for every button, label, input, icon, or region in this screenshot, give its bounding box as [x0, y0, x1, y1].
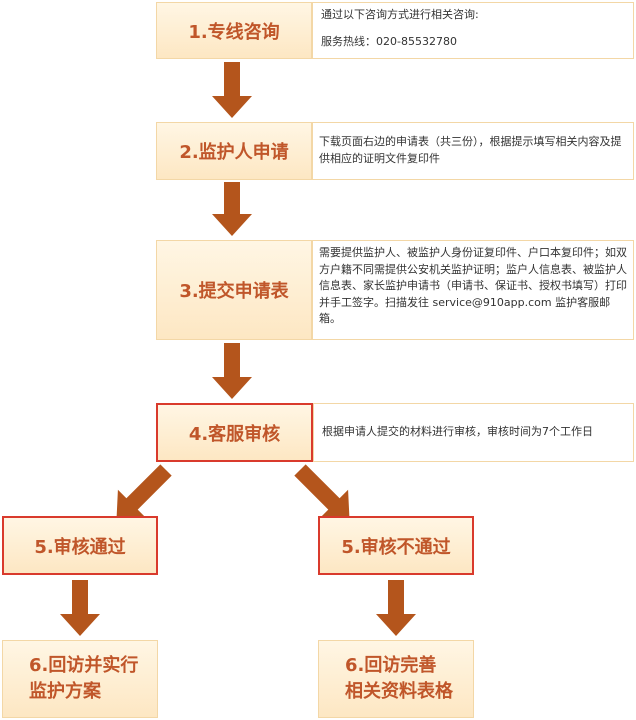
arrow-3-to-4	[212, 343, 252, 399]
step-2-description: 下载页面右边的申请表（共三份），根据提示填写相关内容及提供相应的证明文件复印件	[312, 122, 634, 180]
step-5-rejected-title: 5.审核不通过	[341, 536, 451, 558]
step-6-approved-line1: 6.回访并实行	[29, 655, 139, 676]
step-3-box: 3.提交申请表	[156, 240, 312, 340]
step-2-title: 2.监护人申请	[179, 142, 289, 163]
arrow-1-to-2	[212, 62, 252, 118]
step-4-title: 4.客服审核	[188, 423, 281, 445]
arrow-4-to-5-approved	[116, 464, 172, 520]
step-1-hotline: 服务热线：020-85532780	[321, 34, 457, 48]
step-2-box: 2.监护人申请	[156, 122, 312, 180]
step-6-approved-line2: 监护方案	[29, 681, 101, 702]
step-6-rejected-box: 6.回访完善 相关资料表格	[318, 640, 474, 718]
step-6-approved-box: 6.回访并实行 监护方案	[2, 640, 158, 718]
step-5-rejected-box: 5.审核不通过	[318, 516, 474, 575]
step-6-rejected-line1: 6.回访完善	[345, 655, 437, 676]
step-5-approved-box: 5.审核通过	[2, 516, 158, 575]
step-1-desc-line1: 通过以下咨询方式进行相关咨询:	[321, 8, 479, 21]
step-5-approved-title: 5.审核通过	[34, 536, 126, 558]
step-4-description: 根据申请人提交的材料进行审核，审核时间为7个工作日	[313, 403, 634, 462]
step-4-box: 4.客服审核	[156, 403, 313, 462]
step-1-title: 1.专线咨询	[188, 21, 280, 43]
arrow-4-to-5-rejected	[294, 464, 350, 520]
arrow-5-to-6-approved	[60, 580, 100, 636]
arrow-5-to-6-rejected	[376, 580, 416, 636]
step-3-title: 3.提交申请表	[179, 281, 289, 302]
step-1-description: 通过以下咨询方式进行相关咨询: 服务热线：020-85532780	[312, 2, 634, 59]
step-1-box: 1.专线咨询	[156, 2, 312, 59]
step-3-description: 需要提供监护人、被监护人身份证复印件、户口本复印件；如双方户籍不同需提供公安机关…	[312, 240, 634, 340]
arrow-2-to-3	[212, 182, 252, 236]
step-6-rejected-line2: 相关资料表格	[345, 681, 453, 702]
